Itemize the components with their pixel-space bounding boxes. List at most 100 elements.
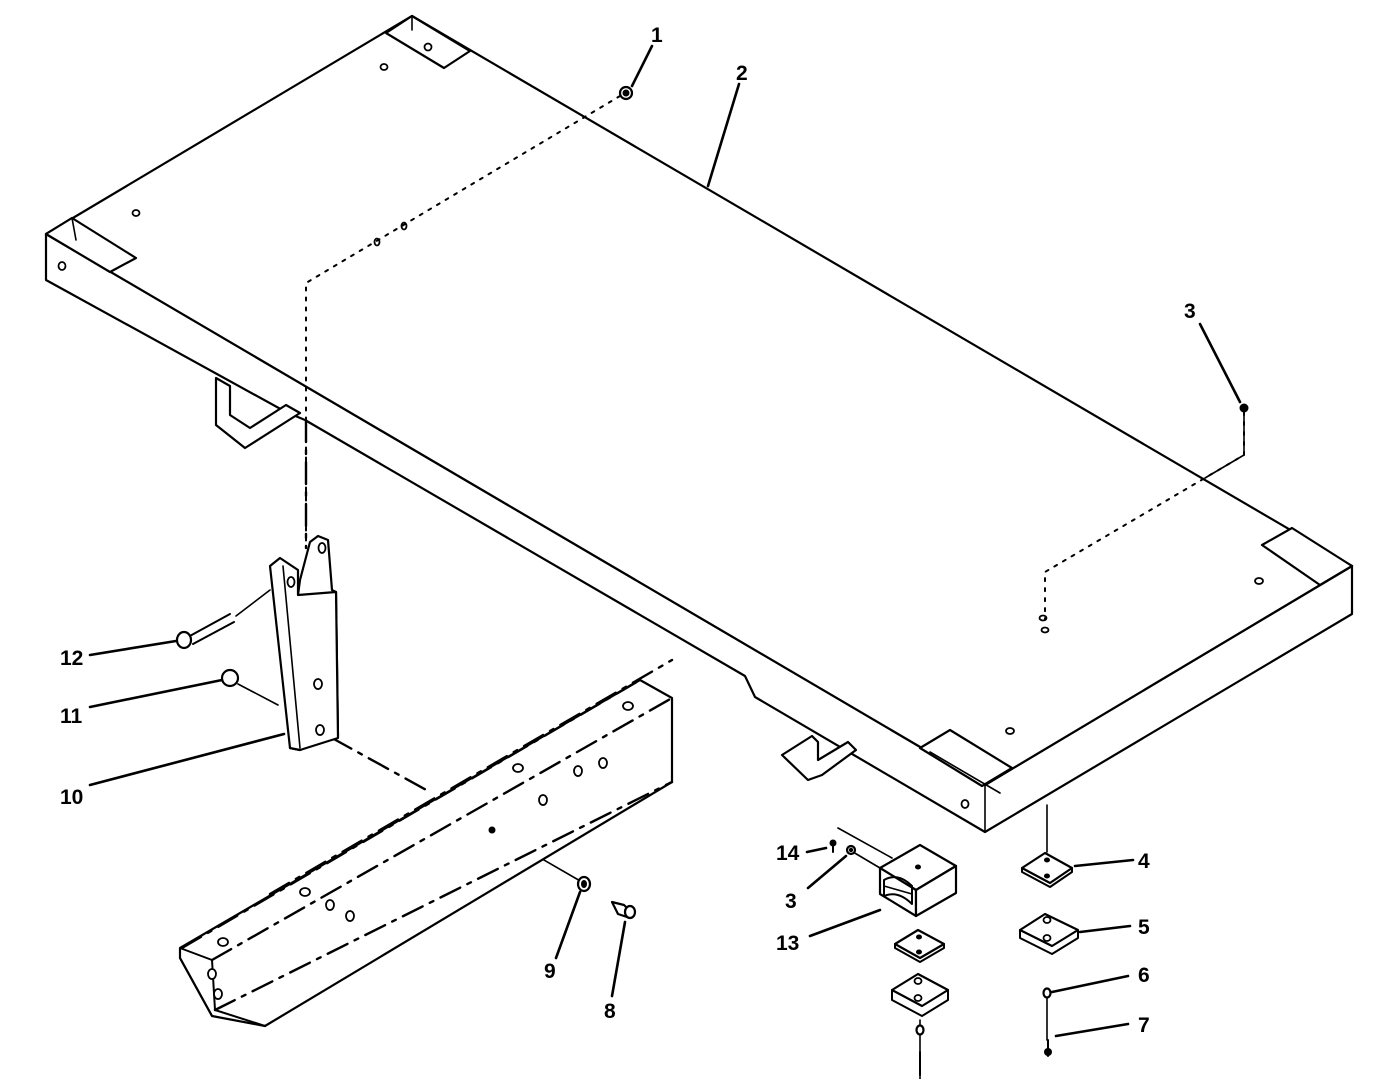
nut-6 (1042, 987, 1052, 999)
corner-bracket-left-edge (71, 217, 77, 241)
assembly-line-1 (305, 95, 621, 549)
leader-3a (1198, 322, 1242, 404)
assembly-line-3-solid-b (1204, 454, 1245, 479)
frame-rail-hole (299, 887, 311, 897)
frame-rail-hole (213, 988, 223, 1000)
callout-10: 10 (60, 786, 83, 809)
isolator-5-edge (1019, 929, 1079, 955)
upright-bracket-hole (313, 678, 323, 690)
screw-14-axis (837, 827, 893, 859)
nut-3-upper (1239, 403, 1249, 413)
upright-bracket-fold (282, 565, 301, 749)
callout-9: 9 (544, 960, 556, 983)
callout-3-bottom: 3 (785, 890, 797, 913)
corner-bracket-back-hole (423, 42, 433, 52)
callout-11: 11 (60, 705, 83, 728)
frame-rail-hole (598, 757, 608, 769)
nut-1-center (622, 89, 630, 97)
pad-center-edge (894, 943, 945, 963)
callout-3-top: 3 (1184, 300, 1196, 323)
bolt-12-shank (192, 621, 235, 645)
nut-3-lower-center (848, 847, 854, 853)
corner-bracket-left (44, 216, 138, 274)
pad-4-edge (1021, 867, 1073, 888)
leader-12 (88, 639, 178, 657)
pad-4-hole (1044, 857, 1050, 863)
leader-2 (706, 82, 741, 188)
callout-6: 6 (1138, 964, 1150, 987)
bolt-12-axis (235, 589, 271, 617)
leader-1 (630, 44, 654, 88)
frame-rail-hole (512, 763, 524, 773)
frame-rail-end (179, 947, 213, 961)
leader-13 (808, 908, 882, 938)
right-foot-stack (1018, 851, 1080, 1057)
frame-rail-edge (180, 678, 642, 950)
upright-bracket (268, 534, 340, 752)
leader-4 (1073, 858, 1135, 868)
frame-rail-edge (213, 780, 674, 1012)
platform-hole (379, 63, 389, 71)
spacer-11-body (220, 668, 240, 688)
isolator-center-hole (913, 977, 923, 985)
leader-6 (1050, 974, 1130, 994)
callout-13: 13 (776, 932, 799, 955)
spacer-11 (220, 668, 279, 706)
bolt-12 (175, 589, 271, 650)
frame-rail-hole (573, 765, 583, 777)
frame-rail-hole (622, 701, 634, 711)
callout-labels: 1 2 3 3 4 5 6 7 8 9 10 11 12 13 14 (60, 24, 1196, 1037)
nut-3-axis (852, 851, 881, 869)
callout-2: 2 (736, 62, 748, 85)
upright-bracket-hole (315, 724, 325, 736)
nut-center (915, 1024, 925, 1036)
frame-rail-end (179, 957, 213, 1017)
bolt-12-head (175, 630, 193, 650)
frame-rail-body (178, 678, 674, 1028)
leader-5 (1078, 924, 1132, 934)
mount-13-side (914, 864, 958, 918)
screw-7 (1044, 1048, 1052, 1056)
corner-bracket-front (918, 728, 1014, 788)
spacer-11-axis (237, 683, 279, 706)
under-bracket-left (214, 376, 302, 450)
frame-rail-end (214, 1009, 266, 1027)
corner-bracket-front-edge (929, 751, 1001, 794)
top-fasteners (618, 85, 1249, 413)
platform-hole (131, 209, 141, 217)
frame-rail-hole (325, 899, 335, 911)
platform-side-hole (960, 799, 970, 809)
leader-lines (88, 44, 1242, 1038)
isolator-5-hole (1042, 934, 1052, 942)
fasteners-8-9 (576, 875, 637, 920)
mount-13-hole (915, 864, 921, 870)
platform-hole (1005, 727, 1015, 735)
leader-8 (610, 920, 627, 998)
bolt-8-head (623, 904, 637, 920)
platform-top-face (44, 14, 1354, 787)
platform-assembly (44, 14, 1354, 834)
platform-side-hole (57, 261, 67, 271)
mount-13-opening (883, 876, 913, 905)
lockwasher-9-center (581, 880, 587, 888)
pad-4-hole (1044, 873, 1050, 879)
callout-8: 8 (604, 1000, 616, 1023)
leader-7 (1054, 1022, 1130, 1038)
frame-rail-hole (207, 968, 217, 980)
callout-5: 5 (1138, 916, 1150, 939)
platform-hole (1040, 626, 1050, 634)
upright-bracket-hole (317, 542, 327, 554)
callout-1: 1 (651, 24, 663, 47)
callout-14: 14 (776, 842, 800, 865)
callout-12: 12 (60, 647, 83, 670)
frame-rail-bolt-hole (488, 826, 496, 834)
platform-hole (1254, 577, 1264, 585)
frame-rail-hole (345, 910, 355, 922)
pad-center-hole (916, 949, 922, 955)
corner-bracket-right (1260, 526, 1354, 587)
assembly-line-upright-base (330, 736, 432, 794)
leader-14 (805, 846, 828, 854)
upright-bracket-hole (286, 576, 296, 588)
